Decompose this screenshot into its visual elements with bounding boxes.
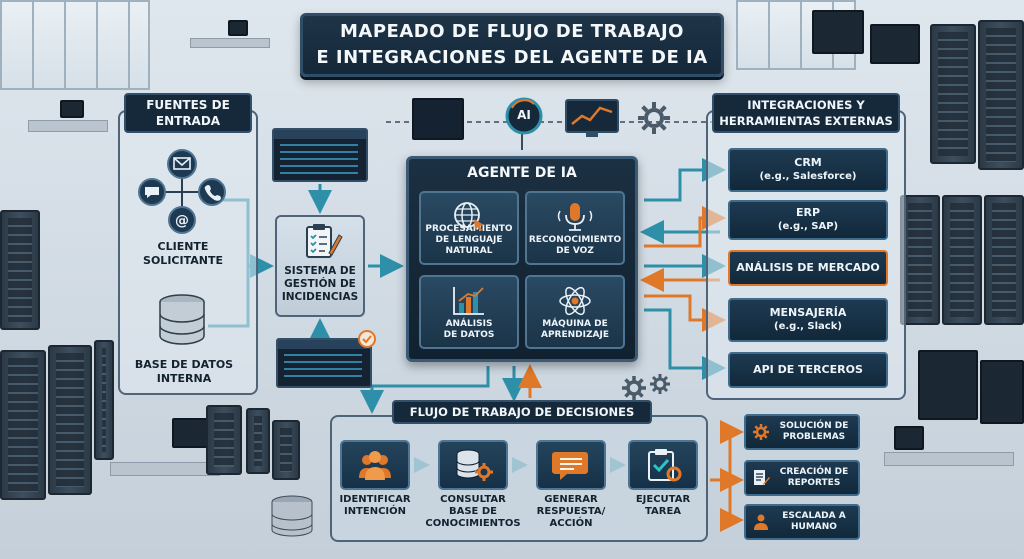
integration-erp: ERP (e.g., SAP): [728, 200, 888, 240]
flow-generate-line-2: RESPUESTA/: [521, 506, 621, 518]
outcome-escalate-line-1: ESCALADA A: [770, 511, 858, 522]
outcome-report-line-1: CREACIÓN DE: [770, 467, 858, 478]
integrations-header: INTEGRACIONES Y HERRAMIENTAS EXTERNAS: [712, 93, 900, 133]
integration-market-analysis: ANÁLISIS DE MERCADO: [728, 250, 888, 286]
outcome-problem-solving-label: SOLUCIÓN DE PROBLEMAS: [770, 421, 858, 443]
flow-identify-line-2: INTENCIÓN: [325, 506, 425, 518]
flow-execute-line-1: EJECUTAR: [613, 494, 713, 506]
flow-step-identify: [340, 440, 410, 490]
clipboard-pencil-icon: [301, 223, 343, 259]
module-ml-line-1: MÁQUINA DE: [542, 319, 607, 330]
outcome-escalate-human: ESCALADA A HUMANO: [744, 504, 860, 540]
module-voice-line-2: DE VOZ: [556, 246, 594, 257]
monitor-code-icon: [412, 98, 464, 140]
clipboard-check-icon: [643, 447, 683, 483]
flow-to-outcome-arrows: [710, 432, 738, 520]
gear-icon: [636, 100, 672, 136]
module-nlp: PROCESAMIENTO DE LENGUAJE NATURAL: [419, 191, 519, 265]
integrations-header-line-1: INTEGRACIONES Y: [747, 97, 864, 113]
flow-identify-line-1: IDENTIFICAR: [325, 494, 425, 506]
module-data-line-2: DE DATOS: [444, 330, 495, 341]
flow-generate-line-3: ACCIÓN: [521, 518, 621, 530]
decision-flow-header-text: FLUJO DE TRABAJO DE DECISIONES: [410, 404, 635, 420]
input-sources-header-line-1: FUENTES DE: [146, 97, 230, 113]
module-voice: RECONOCIMIENTO DE VOZ: [525, 191, 625, 265]
integrations-header-line-2: HERRAMIENTAS EXTERNAS: [719, 113, 893, 129]
person-icon: [752, 513, 770, 531]
module-ml-line-2: APRENDIZAJE: [541, 330, 609, 341]
microphone-icon: [555, 201, 595, 233]
flow-generate-line-1: GENERAR: [521, 494, 621, 506]
integration-messaging-name: MENSAJERÍA: [770, 306, 847, 320]
module-data-analysis: ANÁLISIS DE DATOS: [419, 275, 519, 349]
check-badge-icon: [358, 330, 376, 348]
client-caption: CLIENTE SOLICITANTE: [128, 240, 238, 268]
integration-erp-example: (e.g., SAP): [778, 220, 838, 234]
outcome-escalate-line-2: HUMANO: [770, 522, 858, 533]
svg-text:@: @: [175, 213, 189, 229]
flow-query-line-2: BASE DE: [423, 506, 523, 518]
database-caption: BASE DE DATOS INTERNA: [124, 358, 244, 386]
flow-step-generate-label: GENERAR RESPUESTA/ ACCIÓN: [521, 494, 621, 530]
database-caption-line-1: BASE DE DATOS: [124, 358, 244, 372]
flow-step-execute-label: EJECUTAR TAREA: [613, 494, 713, 518]
database-gear-icon: [453, 448, 493, 482]
outcome-report-line-2: REPORTES: [770, 478, 858, 489]
integration-crm: CRM (e.g., Salesforce): [728, 148, 888, 192]
small-gears-icon: [620, 370, 674, 402]
incident-label-line-2: GESTIÓN DE: [277, 278, 363, 291]
ai-badge-text: AI: [504, 108, 544, 122]
outcome-report-label: CREACIÓN DE REPORTES: [770, 467, 858, 489]
globe-icon: [452, 201, 486, 231]
flow-step-execute: [628, 440, 698, 490]
outcome-report-creation: CREACIÓN DE REPORTES: [744, 460, 860, 496]
client-caption-line-1: CLIENTE: [128, 240, 238, 254]
incident-system-box: SISTEMA DE GESTIÓN DE INCIDENCIAS: [275, 215, 365, 317]
internal-database-icon: [158, 294, 206, 346]
integration-messaging-example: (e.g., Slack): [774, 320, 842, 334]
flow-step-query-kb: [438, 440, 508, 490]
outcome-problem-line-1: SOLUCIÓN DE: [770, 421, 858, 432]
atom-icon: [557, 285, 593, 317]
integration-erp-name: ERP: [796, 206, 820, 220]
decision-flow-header: FLUJO DE TRABAJO DE DECISIONES: [392, 400, 652, 424]
flow-step-query-kb-label: CONSULTAR BASE DE CONOCIMIENTOS: [423, 494, 523, 530]
report-icon: [752, 469, 770, 487]
outcome-problem-line-2: PROBLEMAS: [770, 432, 858, 443]
integration-messaging: MENSAJERÍA (e.g., Slack): [728, 298, 888, 342]
integration-crm-name: CRM: [794, 156, 822, 170]
flow-query-line-3: CONOCIMIENTOS: [423, 518, 523, 530]
chat-bubble-icon: [551, 448, 591, 482]
code-window-top: [272, 128, 368, 182]
outcome-problem-solving: SOLUCIÓN DE PROBLEMAS: [744, 414, 860, 450]
incident-label-line-1: SISTEMA DE: [277, 265, 363, 278]
module-nlp-line-3: NATURAL: [446, 246, 493, 257]
client-caption-line-2: SOLICITANTE: [128, 254, 238, 268]
ai-agent-title: AGENTE DE IA: [409, 165, 635, 181]
trend-monitor-icon: [564, 98, 620, 138]
flow-execute-line-2: TAREA: [613, 506, 713, 518]
integration-market-name: ANÁLISIS DE MERCADO: [736, 261, 880, 275]
client-channels-icon: @: [138, 148, 226, 236]
users-icon: [355, 448, 395, 482]
ai-agent-box: AGENTE DE IA PROCESAMIENTO DE LENGUAJE N…: [406, 156, 638, 362]
gear-icon: [752, 423, 770, 441]
flow-step-generate: [536, 440, 606, 490]
bar-chart-icon: [451, 285, 487, 317]
flow-step-identify-label: IDENTIFICAR INTENCIÓN: [325, 494, 425, 518]
module-nlp-line-2: DE LENGUAJE: [435, 235, 502, 246]
input-sources-header-line-2: ENTRADA: [156, 113, 220, 129]
flow-query-line-1: CONSULTAR: [423, 494, 523, 506]
module-voice-line-1: RECONOCIMIENTO: [529, 235, 621, 246]
integration-api-name: API DE TERCEROS: [753, 363, 863, 377]
outcome-escalate-label: ESCALADA A HUMANO: [770, 511, 858, 533]
integration-third-party-api: API DE TERCEROS: [728, 352, 888, 388]
incident-system-label: SISTEMA DE GESTIÓN DE INCIDENCIAS: [277, 265, 363, 304]
integration-crm-example: (e.g., Salesforce): [760, 170, 857, 184]
module-data-line-1: ANÁLISIS: [446, 319, 493, 330]
input-sources-header: FUENTES DE ENTRADA: [124, 93, 252, 133]
module-machine-learning: MÁQUINA DE APRENDIZAJE: [525, 275, 625, 349]
incident-label-line-3: INCIDENCIAS: [277, 291, 363, 304]
database-caption-line-2: INTERNA: [124, 372, 244, 386]
